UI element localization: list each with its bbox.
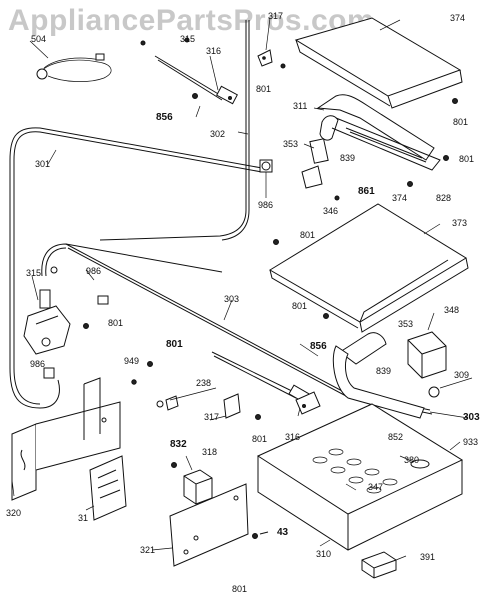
bracket-317-top xyxy=(257,49,286,69)
callout-310: 310 xyxy=(316,549,331,559)
callout-317: 317 xyxy=(204,412,219,422)
callout-374-top: 374 xyxy=(450,13,465,23)
callout-856-a: 856 xyxy=(156,112,173,123)
callout-801-i: 801 xyxy=(232,584,247,594)
bracket-317-lower xyxy=(223,393,241,419)
callout-832: 832 xyxy=(170,439,187,450)
callout-839-a: 839 xyxy=(340,153,355,163)
relay-318 xyxy=(183,469,213,505)
bracket-320 xyxy=(11,377,121,501)
callout-317-top: 317 xyxy=(268,11,283,21)
fittings-986-left xyxy=(43,295,109,379)
callout-374-b: 374 xyxy=(392,193,407,203)
power-cord-part xyxy=(36,53,112,82)
callout-320: 320 xyxy=(6,508,21,518)
callout-391: 391 xyxy=(420,552,435,562)
callout-801-f: 801 xyxy=(292,301,307,311)
igniter-lower xyxy=(211,351,321,415)
callout-373: 373 xyxy=(452,218,467,228)
callout-353-b: 353 xyxy=(398,319,413,329)
callout-861: 861 xyxy=(358,186,375,197)
burner-tube-upper xyxy=(316,94,441,171)
callout-801-h: 801 xyxy=(252,434,267,444)
callout-316: 316 xyxy=(285,432,300,442)
control-board-31 xyxy=(89,455,127,521)
gas-valve-315 xyxy=(23,243,223,355)
callout-986-b: 986 xyxy=(86,266,101,276)
callout-801-g: 801 xyxy=(166,339,183,350)
callout-238: 238 xyxy=(196,378,211,388)
burner-tube-lower xyxy=(332,332,440,419)
callout-852: 852 xyxy=(388,432,403,442)
fitting-986-upper xyxy=(259,159,273,173)
callout-986-c: 986 xyxy=(30,359,45,369)
callout-301: 301 xyxy=(35,159,50,169)
burner-box-310 xyxy=(256,403,464,551)
baffle-373 xyxy=(269,203,469,333)
callout-986-a: 986 xyxy=(258,200,273,210)
callout-856-b: 856 xyxy=(310,341,327,352)
callout-316-top: 316 xyxy=(206,46,221,56)
small-parts-949-238 xyxy=(131,379,179,411)
wire-301 xyxy=(9,127,263,409)
leader-lines xyxy=(11,17,473,561)
wire-302 xyxy=(99,20,250,241)
callout-346: 346 xyxy=(323,206,338,216)
callout-353-a: 353 xyxy=(283,139,298,149)
callout-labels: 504 315 317 316 374 801 856 302 311 353 … xyxy=(6,11,480,594)
callout-311: 311 xyxy=(293,101,307,111)
block-348 xyxy=(407,331,447,379)
callout-801-d: 801 xyxy=(300,230,315,240)
callout-303: 303 xyxy=(224,294,239,304)
callout-348: 348 xyxy=(444,305,459,315)
callout-839-b: 839 xyxy=(376,366,391,376)
callout-801-b: 801 xyxy=(453,117,468,127)
callout-801-e: 801 xyxy=(108,318,123,328)
callout-315: 315 xyxy=(26,268,41,278)
callout-347: 347 xyxy=(368,482,383,492)
callout-504: 504 xyxy=(31,34,46,44)
mount-plate-321 xyxy=(169,483,269,567)
callout-801-a: 801 xyxy=(256,84,271,94)
callout-302: 302 xyxy=(210,129,225,139)
callout-315-top: 315 xyxy=(180,34,195,44)
callout-303-b: 303 xyxy=(463,412,480,423)
igniter-top-part xyxy=(154,55,238,105)
callout-933: 933 xyxy=(463,437,478,447)
callout-31: 31 xyxy=(78,513,88,523)
baffle-374-top xyxy=(294,17,463,109)
callout-318: 318 xyxy=(202,447,217,457)
igniter-353-upper xyxy=(301,138,340,201)
callout-801-c: 801 xyxy=(459,154,474,164)
callout-309: 309 xyxy=(454,370,469,380)
callout-43: 43 xyxy=(277,527,289,538)
part-391 xyxy=(361,551,397,579)
callout-828: 828 xyxy=(436,193,451,203)
watermark-text: AppliancePartsPros.com xyxy=(8,4,375,37)
screws-801 xyxy=(83,37,458,539)
callout-380: 380 xyxy=(404,455,419,465)
callout-949: 949 xyxy=(124,356,139,366)
callout-321: 321 xyxy=(140,545,155,555)
